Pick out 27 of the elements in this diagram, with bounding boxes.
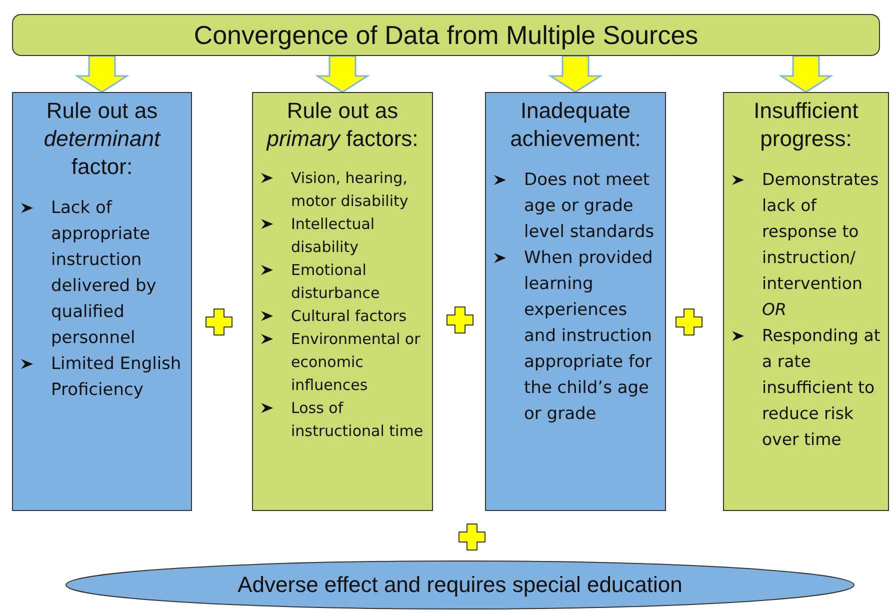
bullet-text: Loss of instructional time bbox=[291, 398, 424, 442]
criteria-box bbox=[12, 92, 192, 511]
block-arrow bbox=[314, 55, 370, 93]
box-heading: Rule out as determinant factor: bbox=[42, 97, 162, 181]
box-heading: Inadequate achievement: bbox=[509, 97, 642, 153]
title-banner bbox=[12, 14, 880, 56]
criteria-box bbox=[252, 92, 433, 511]
outcome-text: Adverse effect and requires special education bbox=[238, 572, 682, 598]
criteria-box bbox=[723, 92, 889, 511]
bullet-text: Lack of appropriate instruction delivered by qualified personnel bbox=[51, 197, 158, 350]
block-arrow bbox=[778, 55, 834, 93]
bullet-text: Limited English Proficiency bbox=[51, 353, 182, 402]
block-arrow bbox=[74, 55, 130, 93]
box-heading: Rule out as primary factors: bbox=[265, 97, 420, 153]
box-heading: Insufficient progress: bbox=[752, 97, 860, 153]
bullet-text: Environmental or economic influences bbox=[291, 329, 422, 396]
block-arrow bbox=[548, 55, 604, 93]
bullet-text: Demonstrates lack of response to instruction/ intervention OR bbox=[762, 169, 880, 321]
bullet-text: Intellectual disability bbox=[291, 214, 376, 258]
bullet-text: Emotional disturbance bbox=[291, 260, 381, 304]
bullet-text: Does not meet age or grade level standards bbox=[524, 169, 656, 244]
bullet-text: Responding at a rate insufficient to reduce risk over time bbox=[762, 325, 882, 451]
bullet-text: When provided learning experiences and instruction appropriate for the child’s age or grade bbox=[524, 247, 654, 426]
criteria-box bbox=[485, 92, 666, 511]
bullet-text: Cultural factors bbox=[291, 306, 407, 327]
banner-text: Convergence of Data from Multiple Sources bbox=[194, 20, 698, 50]
bullet-text: Vision, hearing, motor disability bbox=[291, 168, 410, 212]
